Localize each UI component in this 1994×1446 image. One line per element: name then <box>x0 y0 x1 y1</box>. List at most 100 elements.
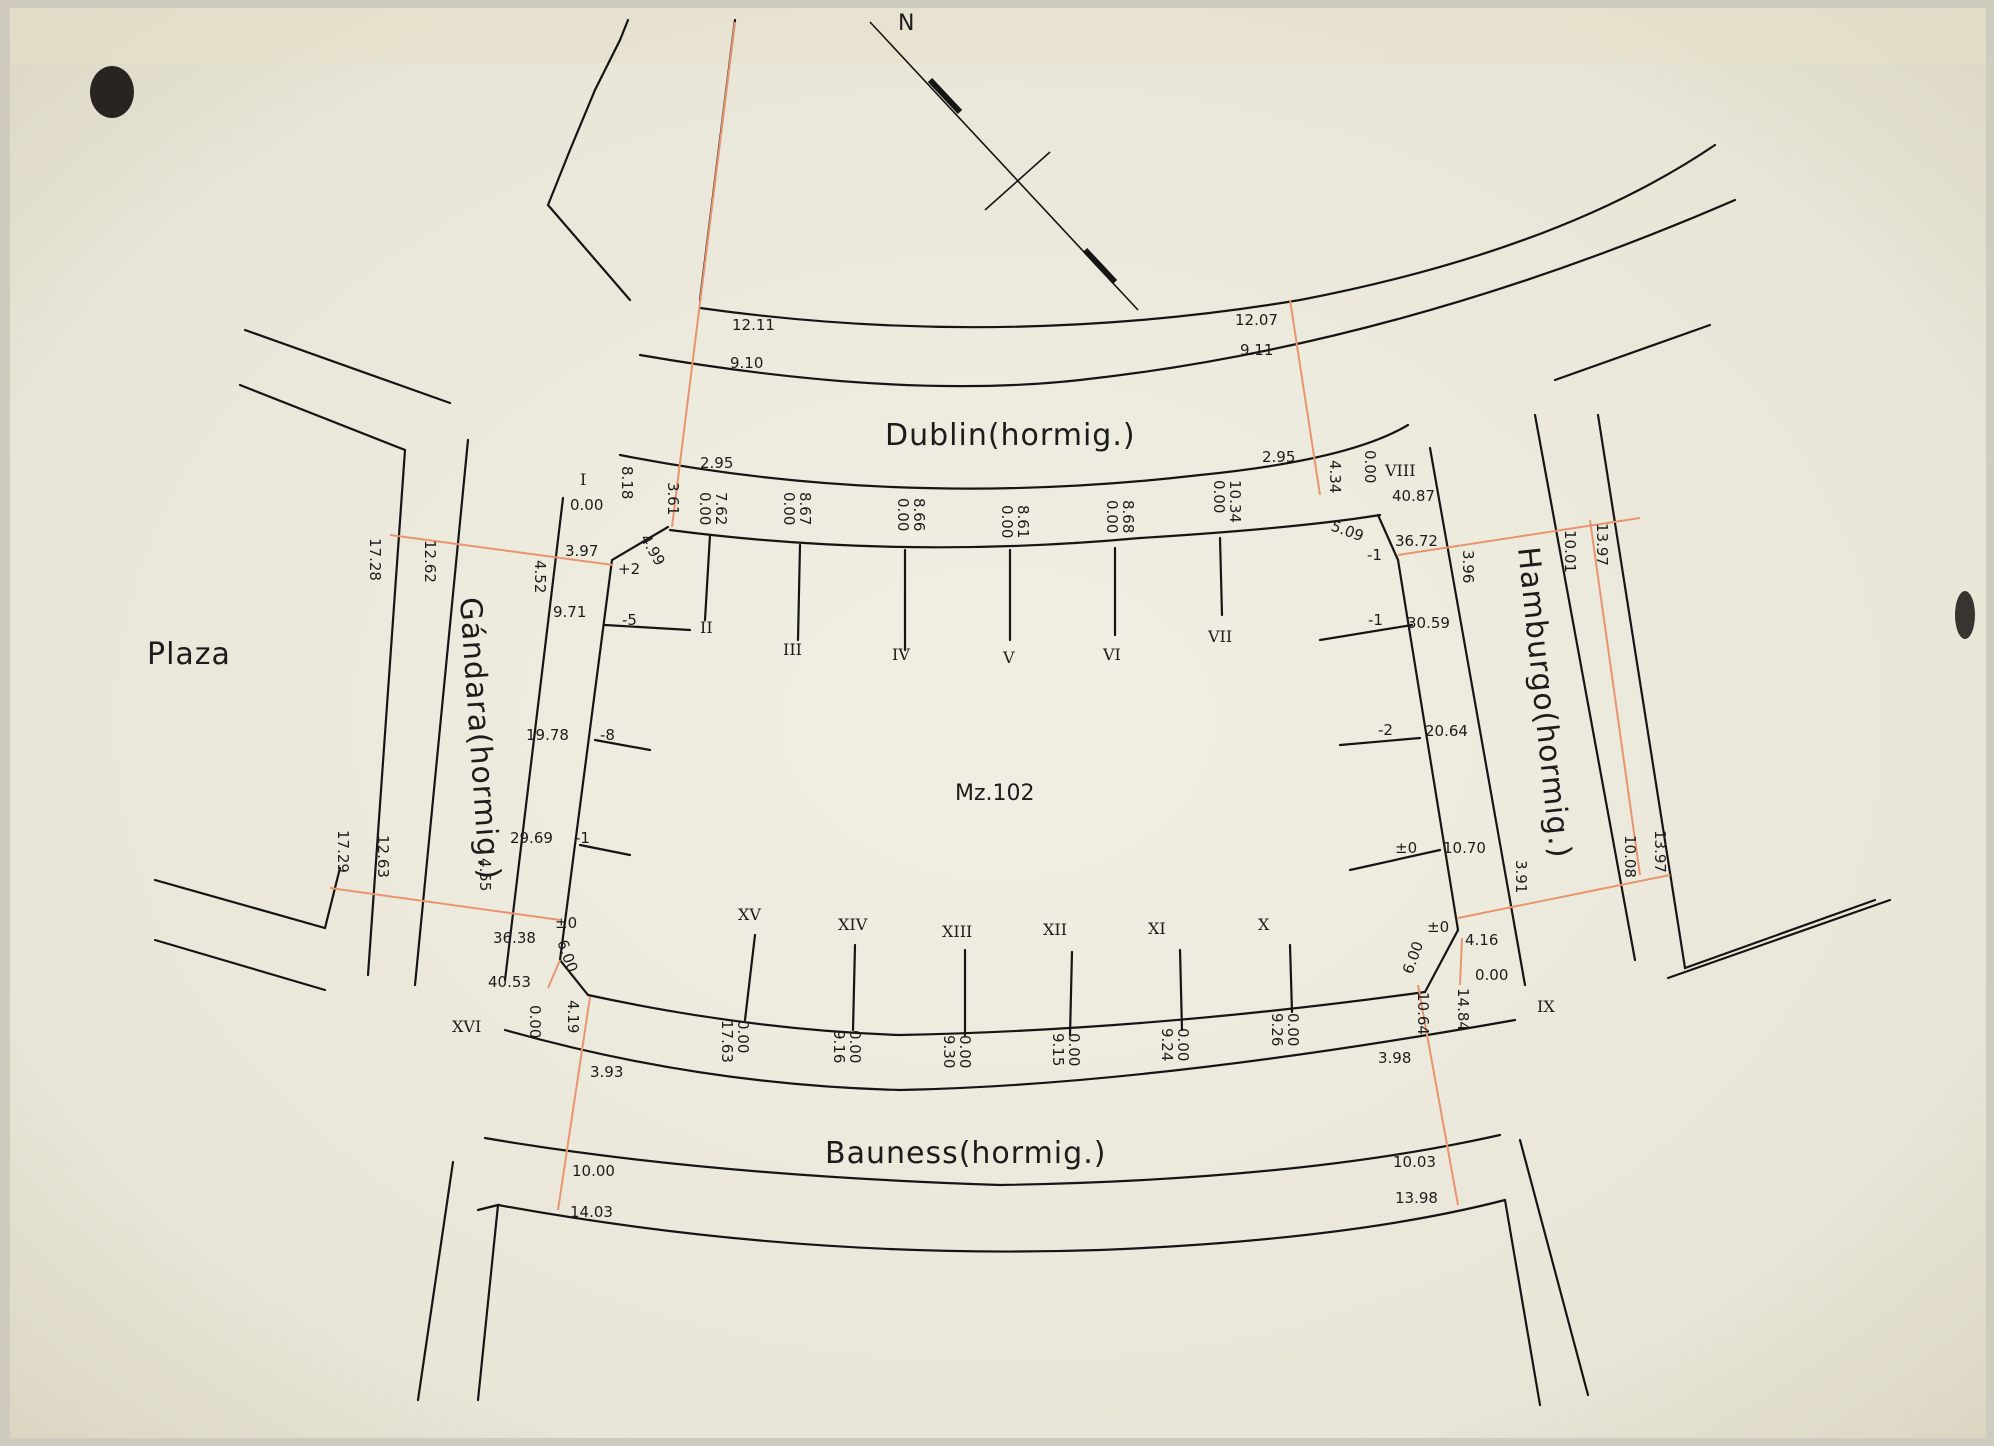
lot-roman-4: IV <box>892 645 910 664</box>
lot-roman-6: VI <box>1102 645 1121 664</box>
nw-a: 0.00 <box>570 496 603 514</box>
ne-b: 4.34 <box>1326 460 1344 493</box>
bauness-left-outer: 14.03 <box>570 1203 613 1221</box>
nw-c: 3.61 <box>664 482 682 515</box>
dublin-left-inner: 9.10 <box>730 354 763 372</box>
top-lot-5-b: 0.00 <box>1103 500 1121 533</box>
bottom-lot-3-b: 0.00 <box>956 1035 974 1068</box>
lot-roman-1: I <box>580 470 586 489</box>
bauness-right-outer: 13.98 <box>1395 1189 1438 1207</box>
bottom-lot-measurements: 17.63 0.00 9.16 0.00 9.30 0.00 9.15 0.00… <box>718 1013 1302 1068</box>
bottom-lot-1-b: 0.00 <box>734 1020 752 1053</box>
top-lot-measurements: 7.62 0.00 8.67 0.00 8.66 0.00 8.61 0.00 … <box>696 480 1244 538</box>
right-lot-3-dist: 10.70 <box>1443 839 1486 857</box>
top-lot-6-a: 10.34 <box>1226 480 1244 523</box>
gandara-bottom-inner: 12.63 <box>374 835 392 878</box>
bottom-lot-5-a: 9.24 <box>1158 1028 1176 1061</box>
side-lot-lines <box>578 623 1442 872</box>
top-lot-3-b: 0.00 <box>894 498 912 531</box>
gandara-bottom-side: 4.55 <box>476 858 494 891</box>
lot-roman-13: XIII <box>942 922 972 941</box>
right-lot-2-level: -2 <box>1378 721 1393 739</box>
top-lot-2-a: 8.67 <box>796 492 814 525</box>
bottom-lot-lines <box>743 933 1294 1037</box>
sw-f: 4.19 <box>564 1000 582 1033</box>
hamburgo-street <box>1428 323 1892 987</box>
sw-a: ±0 <box>555 914 577 932</box>
right-lot-measurements: 30.59 -1 20.64 -2 10.70 ±0 <box>1368 611 1486 857</box>
block-outline <box>558 513 1460 1037</box>
ink-blot <box>90 66 134 118</box>
bauness-left-side: 3.93 <box>590 1063 623 1081</box>
dublin-left-side: 2.95 <box>700 454 733 472</box>
street-label-bauness: Bauness(hormig.) <box>825 1136 1106 1171</box>
nw-b: 8.18 <box>618 466 636 499</box>
ne-e: -1 <box>1367 546 1382 564</box>
left-lot-2-level: -8 <box>600 726 615 744</box>
block-label: Mz.102 <box>955 781 1035 806</box>
sw-e: 0.00 <box>526 1005 544 1038</box>
lot-roman-11: XI <box>1148 919 1166 938</box>
top-lot-lines <box>703 533 1224 652</box>
bottom-lot-1-a: 17.63 <box>718 1020 736 1063</box>
dublin-right-outer: 12.07 <box>1235 311 1278 329</box>
bottom-lot-2-a: 9.16 <box>830 1030 848 1063</box>
lot-roman-10: X <box>1258 915 1270 934</box>
red-dimension-lines <box>329 21 1671 1211</box>
lot-roman-15: XV <box>738 905 761 924</box>
ne-c: 40.87 <box>1392 487 1435 505</box>
paper <box>10 8 1986 1438</box>
ne-a: 0.00 <box>1361 450 1379 483</box>
lot-roman-3: III <box>783 640 802 659</box>
left-lot-3-dist: 29.69 <box>510 829 553 847</box>
corner-se: ±0 4.16 6.00 0.00 10.64 14.84 <box>1399 918 1509 1035</box>
bauness-street <box>416 1018 1590 1407</box>
bottom-lot-6-a: 9.26 <box>1268 1013 1286 1046</box>
left-lot-measurements: 9.71 -5 19.78 -8 29.69 -1 <box>510 603 637 847</box>
right-lot-1-level: -1 <box>1368 611 1383 629</box>
bottom-lot-4-a: 9.15 <box>1049 1033 1067 1066</box>
corner-sw: ±0 36.38 6.00 40.53 0.00 4.19 <box>488 914 582 1038</box>
bauness-right-side: 3.98 <box>1378 1049 1411 1067</box>
left-lot-1-level: -5 <box>622 611 637 629</box>
bauness-right-inner: 10.03 <box>1393 1153 1436 1171</box>
left-lot-3-level: -1 <box>575 829 590 847</box>
gandara-top-side: 4.52 <box>531 560 549 593</box>
bottom-lot-2-b: 0.00 <box>846 1030 864 1063</box>
top-lot-5-a: 8.68 <box>1119 500 1137 533</box>
left-lot-1-dist: 9.71 <box>553 603 586 621</box>
hamburgo-bottom-side: 3.91 <box>1512 860 1530 893</box>
gandara-top-outer: 17.28 <box>366 538 384 581</box>
top-lot-3-a: 8.66 <box>910 498 928 531</box>
dublin-right-inner: 9.11 <box>1240 341 1273 359</box>
lot-roman-5: V <box>1002 648 1015 667</box>
sw-b: 36.38 <box>493 929 536 947</box>
nw-f: +2 <box>618 560 640 578</box>
lot-roman-7: VII <box>1207 627 1232 646</box>
lot-roman-9: IX <box>1537 997 1555 1016</box>
north-label: N <box>898 11 914 36</box>
lot-roman-2: II <box>700 618 713 637</box>
hamburgo-top-side: 3.96 <box>1459 550 1477 583</box>
north-arrow: N <box>869 11 1139 311</box>
ink-mark-right <box>1955 591 1975 639</box>
top-lot-2-b: 0.00 <box>780 492 798 525</box>
se-f: 14.84 <box>1454 988 1472 1031</box>
lot-roman-12: XII <box>1043 920 1067 939</box>
sw-d: 40.53 <box>488 973 531 991</box>
top-lot-6-b: 0.00 <box>1210 480 1228 513</box>
bauness-left-inner: 10.00 <box>572 1162 615 1180</box>
top-lot-4-b: 0.00 <box>998 505 1016 538</box>
lot-roman-16: XVI <box>452 1017 481 1036</box>
hamburgo-top-inner: 10.01 <box>1561 530 1579 573</box>
se-b: 4.16 <box>1465 931 1498 949</box>
bottom-lot-6-b: 0.00 <box>1284 1013 1302 1046</box>
right-lot-3-level: ±0 <box>1395 839 1417 857</box>
bottom-lot-3-a: 9.30 <box>940 1035 958 1068</box>
top-lot-1-b: 0.00 <box>696 492 714 525</box>
nw-d: 3.97 <box>565 542 598 560</box>
ne-f: 36.72 <box>1395 532 1438 550</box>
top-lot-4-a: 8.61 <box>1014 505 1032 538</box>
